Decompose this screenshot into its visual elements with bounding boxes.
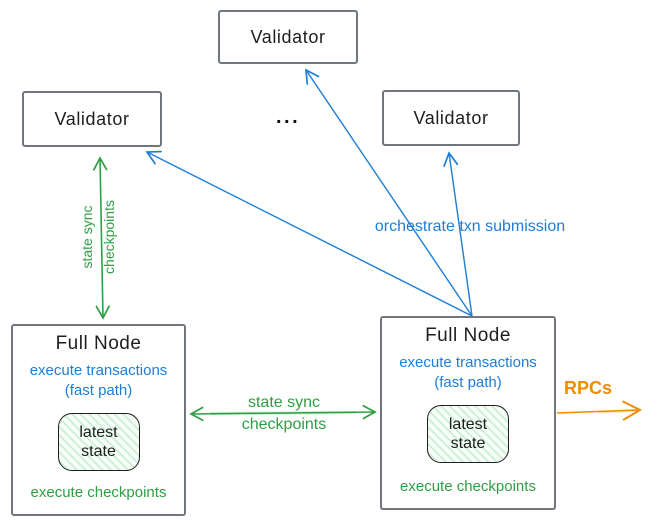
latest-state-label: latest (79, 423, 118, 441)
rpcs-arrow-underlay (597, 409, 639, 414)
execute-transactions-label: execute transactions (fast path) (13, 361, 184, 400)
fast-path-label: (fast path) (64, 381, 133, 399)
validator-label: Validator (250, 26, 326, 47)
state-sync-horizontal-arrow (189, 404, 377, 422)
orchestrate-label: orchestrate txn submission (374, 218, 566, 235)
full-node-title: Full Node (425, 325, 511, 346)
state-sync-horizontal-label: state sync (247, 394, 321, 411)
fast-path-label: (fast path) (434, 373, 502, 391)
latest-state-label: latest (448, 415, 488, 433)
full-node-box-left: Full Node execute transactions (fast pat… (11, 324, 186, 516)
state-sync-horizontal-arrow-underlay (209, 411, 357, 415)
validator-label: Validator (413, 107, 489, 128)
validator-box-top: Validator (218, 10, 358, 64)
execute-checkpoints-label: execute checkpoints (400, 478, 536, 495)
ellipsis: ... (276, 106, 301, 128)
state-sync-horizontal-label: checkpoints (241, 416, 327, 433)
execute-checkpoints-label: execute checkpoints (30, 484, 167, 501)
full-node-box-right: Full Node execute transactions (fast pat… (380, 316, 556, 510)
validator-box-left: Validator (22, 91, 162, 147)
latest-state-label: state (81, 443, 116, 460)
rpcs-label: RPCs (563, 378, 612, 398)
latest-state-box: latest state (427, 405, 509, 463)
rpcs-arrow (556, 400, 643, 421)
latest-state-label: state (450, 435, 486, 452)
state-sync-vertical-label: state sync checkpoints (79, 200, 117, 274)
execute-transactions-label: execute transactions (fast path) (382, 353, 554, 392)
full-node-title: Full Node (55, 333, 142, 354)
validator-box-right: Validator (382, 90, 520, 146)
latest-state-box: latest state (57, 413, 140, 471)
validator-label: Validator (54, 108, 130, 129)
